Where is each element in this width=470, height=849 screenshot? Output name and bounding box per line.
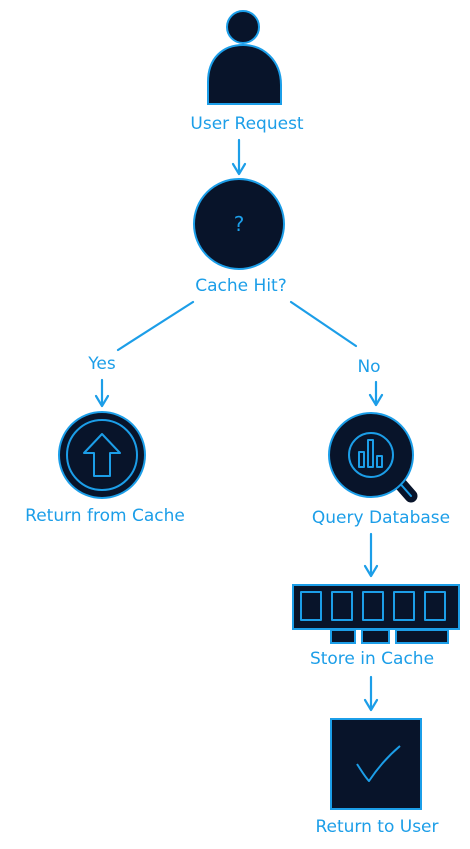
memory-icon [292, 584, 460, 644]
edge-query-to-store [363, 532, 379, 578]
edge-store-to-return [363, 675, 379, 712]
decision-circle [193, 178, 285, 270]
edge-no: No [289, 300, 384, 407]
no-label: No [357, 357, 380, 377]
query-database-node: Query Database [312, 412, 450, 528]
user-icon [207, 10, 282, 105]
cache-hit-label: Cache Hit? [195, 276, 286, 296]
store-in-cache-label: Store in Cache [310, 649, 434, 669]
return-from-cache-label: Return from Cache [25, 506, 185, 526]
user-request-label: User Request [190, 114, 304, 134]
user-request-node: User Request [190, 10, 304, 134]
store-in-cache-node: Store in Cache [292, 584, 460, 669]
return-from-cache-node: Return from Cache [25, 411, 185, 526]
edge-yes: Yes [87, 300, 195, 408]
query-database-label: Query Database [312, 508, 450, 528]
yes-label: Yes [87, 354, 116, 374]
edge-request-to-cache [231, 138, 247, 176]
chart-search-icon [328, 412, 418, 503]
arrow-up-icon [83, 433, 121, 477]
checkmark-icon [356, 745, 401, 782]
return-to-user-node: Return to User [315, 718, 439, 837]
cache-hit-node: ? Cache Hit? [193, 178, 287, 296]
question-icon: ? [234, 212, 245, 236]
return-to-user-label: Return to User [315, 817, 438, 837]
